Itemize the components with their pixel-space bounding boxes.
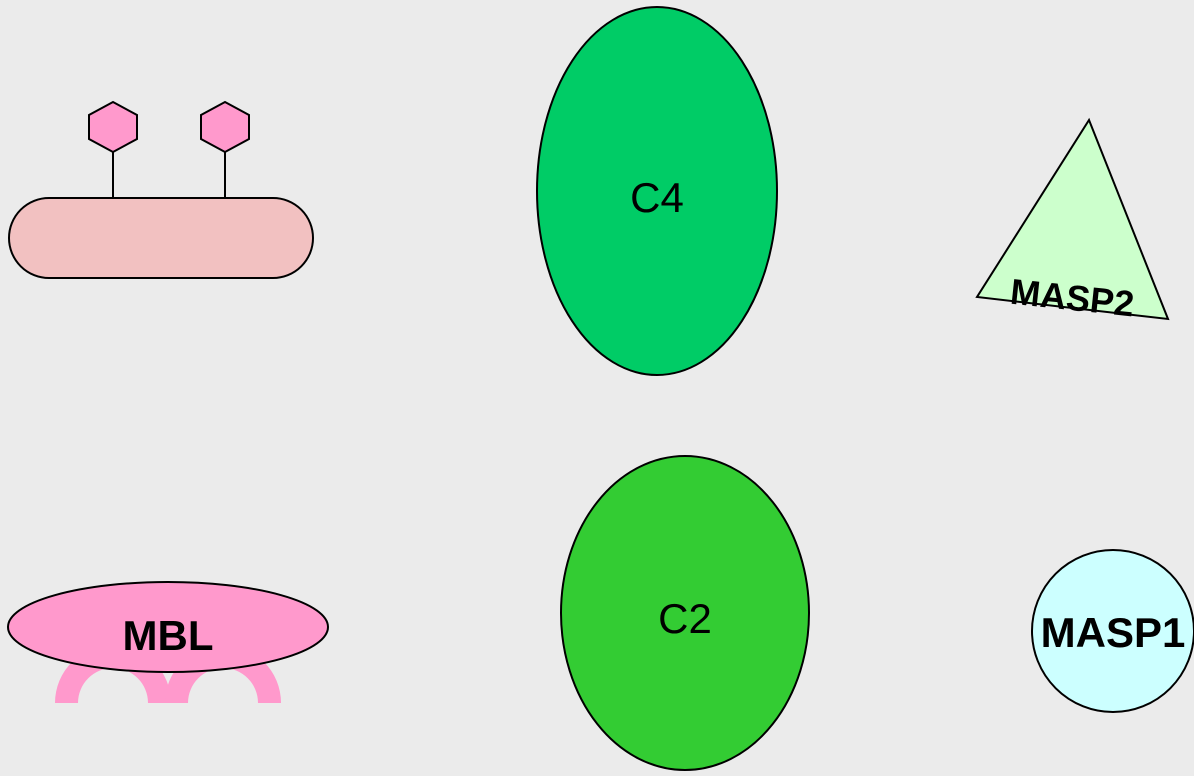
c4-shape [536,6,778,376]
bacterium-body [8,197,314,279]
c2-node: C2 [560,455,810,771]
mbl-label: MBL [123,612,214,659]
c4-label: C4 [630,174,684,221]
c4-node: C4 [536,6,778,376]
sugar-hexagon-right [200,100,250,154]
mbl-shape [7,581,329,673]
masp2-node: MASP2 [975,117,1170,324]
c2-shape [560,455,810,771]
sugar-hexagon-left [88,100,138,154]
masp2-shape [975,117,1170,321]
bacterium-with-sugars [8,100,314,279]
mbl-node: MBL [7,581,329,703]
c2-label: C2 [658,595,712,642]
masp1-label: MASP1 [1041,609,1186,656]
masp1-node: MASP1 [1031,549,1194,713]
masp1-shape [1031,549,1194,713]
